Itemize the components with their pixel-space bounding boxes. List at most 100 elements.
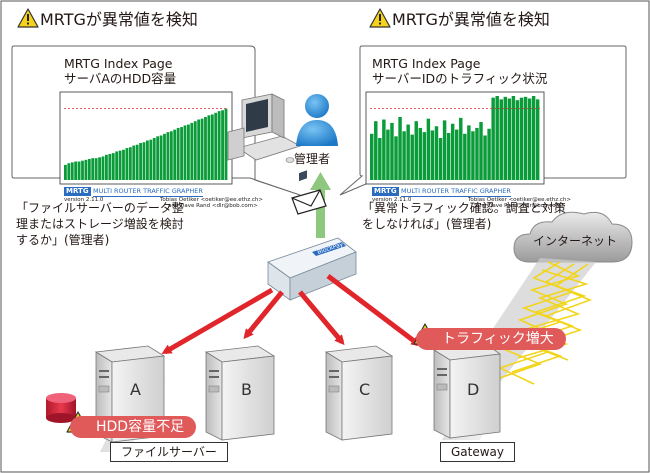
chart-bar [374,121,378,180]
mrtg-version: version 2.11.0 [64,197,104,203]
chart-bar [139,143,142,180]
chart-bar [455,129,459,180]
chart-bar [149,139,153,180]
mrtg-full-name: MULTI ROUTER TRAFFIC GRAPHER [401,187,511,197]
chart-bar [128,147,132,180]
chart-bar [410,134,414,180]
chart-bar [438,138,443,180]
chart-bar [146,140,149,180]
chart-bar [426,118,431,180]
chart-bar [402,131,406,180]
server-c-label: C [359,380,371,399]
chart-bar [163,133,166,180]
chart-bar [386,129,390,180]
chart-bar [101,156,105,180]
chart-bar [197,119,201,180]
administrator-icon [296,94,338,146]
mail-envelope-icon [291,189,327,215]
chart-bar [118,150,122,180]
file-server-group-label: ファイルサーバー [110,442,228,462]
chart-bar [442,120,447,180]
chart-bar [84,159,88,180]
chart-bar [67,163,71,180]
chart-bar [224,108,228,180]
chart-bar [94,158,98,180]
chart-bar [382,119,386,180]
chart-bar [190,122,194,180]
server-tower-b [204,345,276,441]
chart-bar [527,98,532,180]
chart-bar [503,96,508,180]
left-mrtg-bars [64,108,228,180]
chart-bar [152,138,156,180]
chart-bar [204,117,207,180]
chart-bar [77,161,81,180]
chart-bar [135,144,139,180]
chart-bar [531,96,536,180]
red-arrows [161,274,422,355]
chart-bar [111,153,115,180]
chart-bar [523,96,528,180]
warning-icon [17,8,39,28]
chart-bar [406,124,410,180]
server-tower-d [432,343,502,439]
monitoring-device [267,170,357,301]
chart-bar [207,115,211,180]
chart-bar [159,135,163,180]
chart-bar [64,164,67,180]
gateway-group-label: Gateway [440,442,516,462]
chart-bar [81,160,84,180]
chart-bar [108,153,112,180]
mrtg-credit-line2: and Dave Rand <dlr@bob.com> [168,203,258,209]
mrtg-credit-line1: Tobias Oetiker <oetiker@ee.ethz.ch> [468,197,572,203]
chart-bar [519,97,524,180]
internet-cloud-icon [513,211,633,263]
chart-bar [70,162,74,180]
server-b-label: B [241,380,252,399]
chart-bar [210,114,214,180]
chart-bar [125,148,129,180]
chart-bar [463,133,467,180]
chart-bar [450,123,455,180]
chart-bar [491,97,495,180]
chart-bar [105,154,108,180]
chart-bar [499,99,503,180]
chart-bar [142,142,146,180]
hdd-storage-icon [46,393,76,423]
chart-bar [98,157,101,180]
chart-bar [217,111,221,180]
chart-bar [74,161,78,180]
admin-computer [227,93,302,163]
chart-bar [467,125,471,180]
hdd-alert-badge: HDD容量不足 [70,416,197,438]
mrtg-logo: MRTG [64,187,91,196]
chart-bar [507,98,512,180]
chart-bar [487,128,491,180]
chart-bar [515,100,520,180]
chart-bar [176,127,180,180]
left-alert-header: MRTGが異常値を検知 [40,10,198,29]
chart-bar [430,130,435,180]
left-panel-subtitle: サーバAのHDD容量 [64,71,177,86]
chart-bar [434,126,439,180]
chart-bar [495,96,499,180]
right-admin-quote: 「異常トラフィック確認。調査と対策 をしなければ」(管理者) [362,201,566,231]
chart-bar [132,145,136,180]
chart-bar [422,132,427,180]
internet-label: インターネット [533,234,618,248]
chart-bar [414,121,418,180]
right-mrtg-bars [370,96,540,180]
chart-bar [394,136,398,180]
right-panel-subtitle: サーバーIDのトラフィック状況 [372,71,548,86]
administrator-label: 管理者 [294,152,331,166]
chart-bar [479,122,483,180]
server-d-label: D [467,380,480,399]
chart-bar [169,131,173,180]
chart-bar [214,112,218,180]
chart-bar [390,122,394,180]
warning-icon [369,8,391,28]
chart-bar [193,121,197,180]
